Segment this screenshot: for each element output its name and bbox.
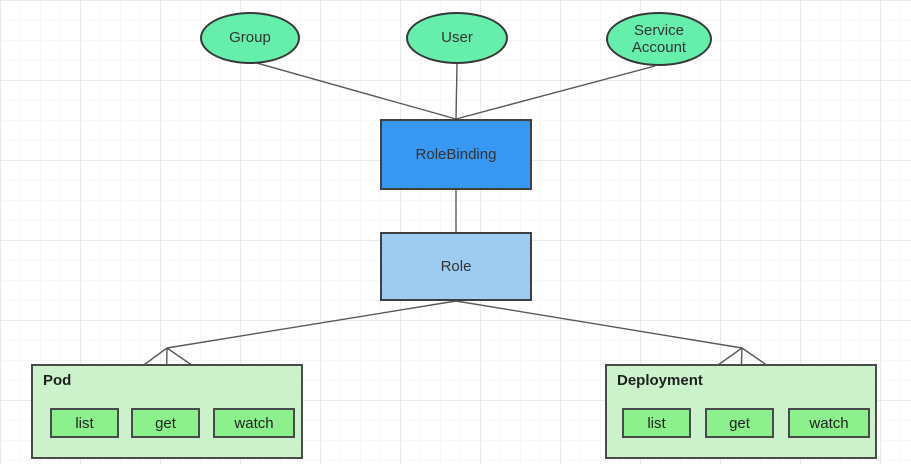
verb-deployment-list-label: list xyxy=(647,414,666,432)
node-role-label: Role xyxy=(440,258,472,275)
node-group-label: Group xyxy=(229,29,271,46)
node-service-account[interactable]: Service Account xyxy=(606,12,712,66)
node-rolebinding-label: RoleBinding xyxy=(415,146,497,163)
verb-pod-watch-label: watch xyxy=(234,414,274,432)
role-to-deployment-junction xyxy=(455,300,743,349)
verb-deployment-get[interactable]: get xyxy=(705,408,774,438)
node-rolebinding[interactable]: RoleBinding xyxy=(380,119,532,190)
node-service-account-label: Service Account xyxy=(632,22,686,56)
group-to-rolebinding xyxy=(252,61,457,120)
resource-group-deployment-title: Deployment xyxy=(617,372,703,389)
serviceaccount-to-rolebinding xyxy=(455,65,656,120)
verb-deployment-list[interactable]: list xyxy=(622,408,691,438)
node-user[interactable]: User xyxy=(406,12,508,64)
verb-deployment-get-label: get xyxy=(729,414,750,432)
role-to-pod-junction xyxy=(166,300,457,349)
node-service-account-label-line1: Service xyxy=(633,22,684,39)
verb-deployment-watch[interactable]: watch xyxy=(788,408,870,438)
node-group[interactable]: Group xyxy=(200,12,300,64)
node-service-account-label-line2: Account xyxy=(631,39,687,56)
verb-pod-watch[interactable]: watch xyxy=(213,408,295,438)
resource-group-pod-title: Pod xyxy=(43,372,72,389)
node-role[interactable]: Role xyxy=(380,232,532,301)
verb-pod-list[interactable]: list xyxy=(50,408,119,438)
node-user-label: User xyxy=(441,29,473,46)
verb-pod-get-label: get xyxy=(155,414,176,432)
verb-pod-list-label: list xyxy=(75,414,94,432)
verb-pod-get[interactable]: get xyxy=(131,408,200,438)
verb-deployment-watch-label: watch xyxy=(809,414,849,432)
user-to-rolebinding xyxy=(455,63,458,120)
